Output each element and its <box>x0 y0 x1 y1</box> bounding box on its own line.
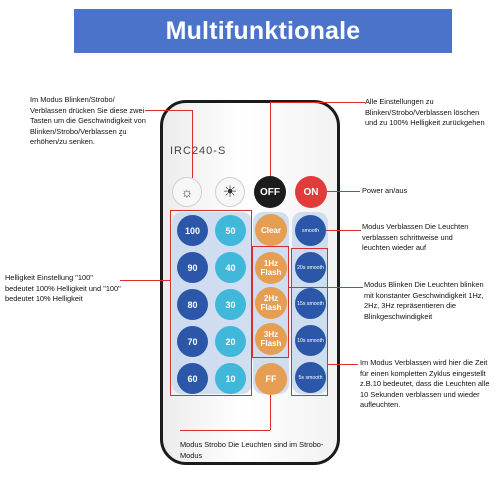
smooth-time-highlight-box <box>291 248 328 396</box>
connector-strobe-horizontal <box>180 430 270 431</box>
on-button[interactable]: ON <box>295 176 327 208</box>
brightness-70-button[interactable]: 70 <box>177 326 208 357</box>
note-power: Power an/aus <box>362 186 408 195</box>
connector-strobe <box>270 395 271 430</box>
connector-top-right-horizontal <box>270 102 365 103</box>
note-speed-buttons: Im Modus Blinken/Strobo/ Verblassen drüc… <box>30 95 146 147</box>
connector-top-left-horizontal <box>145 110 193 111</box>
clear-button[interactable]: Clear <box>255 214 287 246</box>
smooth-15s-button[interactable]: 15s smooth <box>295 288 326 319</box>
smooth-20s-button[interactable]: 20s smooth <box>295 252 326 283</box>
sun-bright-icon: ☀ <box>222 184 238 201</box>
flash-2hz-button[interactable]: 2Hz Flash <box>255 287 287 319</box>
connector-power <box>327 191 360 192</box>
connector-brightness <box>120 280 170 281</box>
connector-top-left <box>120 135 122 136</box>
brightness-80-button[interactable]: 80 <box>177 289 208 320</box>
smooth-5s-button[interactable]: 5s smooth <box>295 362 326 393</box>
brightness-20-button[interactable]: 20 <box>215 326 246 357</box>
note-clear: Alle Einstellungen zu Blinken/Strobo/Ver… <box>365 97 485 128</box>
smooth-10s-button[interactable]: 10s smooth <box>295 325 326 356</box>
brightness-50-button[interactable]: 50 <box>215 215 246 246</box>
note-strobe-mode: Modus Strobo Die Leuchten sind im Strobo… <box>180 440 324 460</box>
connector-top-right-vertical <box>270 102 271 176</box>
speed-up-button[interactable]: ☀ <box>215 177 245 207</box>
connector-fade-time <box>328 364 358 365</box>
title-banner: Multifunktionale Fernbedienung <box>74 9 452 89</box>
brightness-60-button[interactable]: 60 <box>177 363 208 394</box>
off-button[interactable]: OFF <box>254 176 286 208</box>
connector-top-left-vertical <box>192 110 193 178</box>
note-fade-mode: Modus Verblassen Die Leuchten verblassen… <box>362 222 469 253</box>
strobe-ff-button[interactable]: FF <box>255 363 287 395</box>
brightness-10-button[interactable]: 10 <box>215 363 246 394</box>
sun-dim-icon: ☼ <box>180 184 194 200</box>
connector-flash <box>289 287 363 288</box>
note-fade-time: Im Modus Verblassen wird hier die Zeit f… <box>360 358 490 410</box>
model-label: IRC240-S <box>170 145 227 157</box>
brightness-90-button[interactable]: 90 <box>177 252 208 283</box>
flash-highlight-box <box>252 246 289 358</box>
smooth-button[interactable]: smooth <box>295 215 326 246</box>
brightness-40-button[interactable]: 40 <box>215 252 246 283</box>
brightness-highlight-box <box>170 210 252 396</box>
flash-1hz-button[interactable]: 1Hz Flash <box>255 252 287 284</box>
flash-3hz-button[interactable]: 3Hz Flash <box>255 323 287 355</box>
brightness-30-button[interactable]: 30 <box>215 289 246 320</box>
connector-fade <box>326 230 361 231</box>
note-brightness: Helligkeit Einstellung "100" bedeutet 10… <box>5 273 121 304</box>
brightness-100-button[interactable]: 100 <box>177 215 208 246</box>
note-flash-mode: Modus Blinken Die Leuchten blinken mit k… <box>364 280 484 321</box>
speed-down-button[interactable]: ☼ <box>172 177 202 207</box>
